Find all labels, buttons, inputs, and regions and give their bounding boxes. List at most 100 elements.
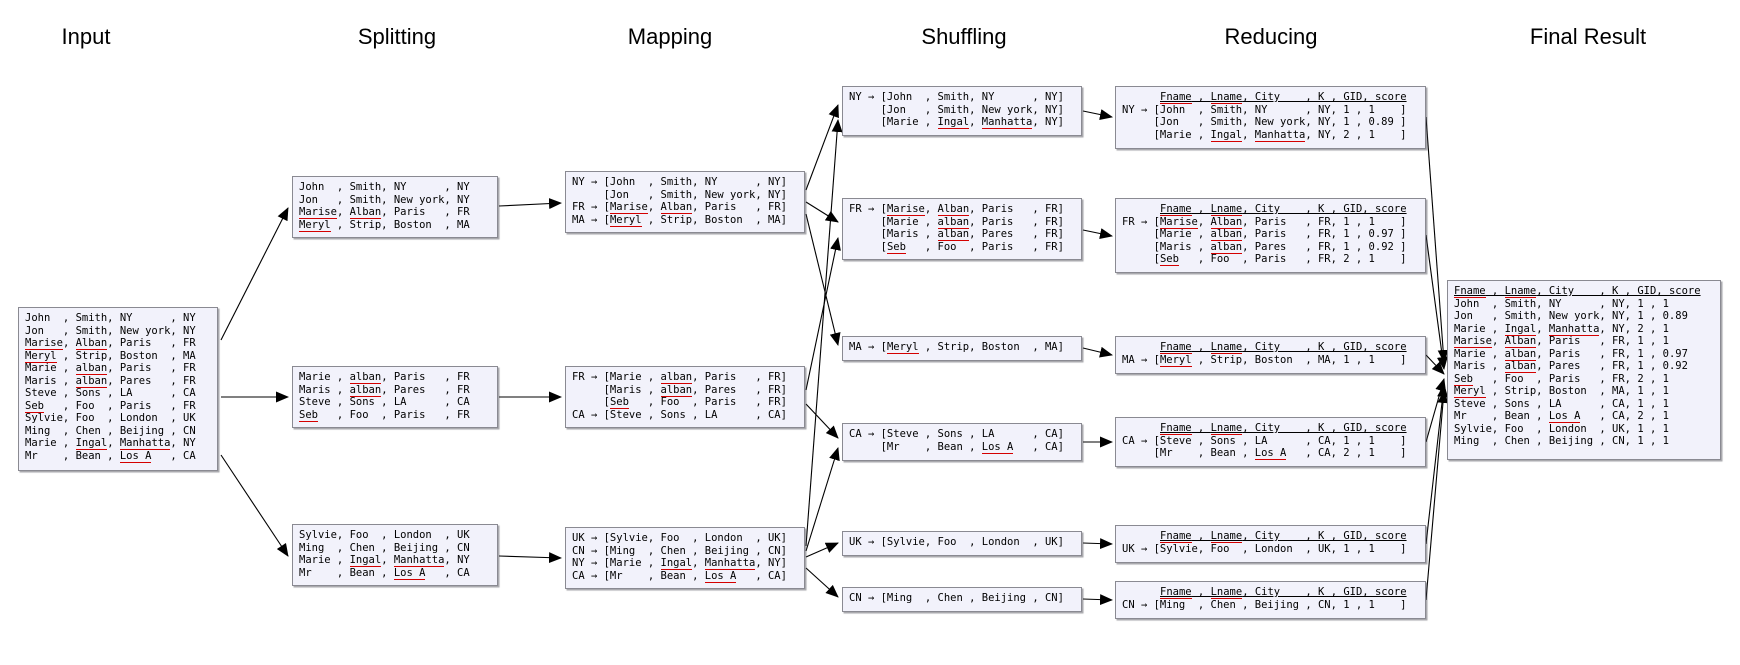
box-line: Marie , Ingal, Manhatta, NY [299, 554, 470, 567]
box-line: Maris , alban, Pares , FR [299, 383, 470, 397]
misspelled-word: Marise [886, 203, 925, 216]
misspelled-word: Marise [25, 337, 63, 350]
misspelled-word: Manhatta [119, 437, 171, 450]
misspelled-word: Alban [1210, 215, 1243, 229]
mapping-box-2: FR → [Marie , alban, Paris , FR] [Maris … [565, 366, 805, 428]
misspelled-word: alban [660, 371, 693, 384]
box-line: CN → [Ming , Chen , Beijing , CN] [572, 544, 787, 557]
misspelled-word: Ingal [1210, 128, 1243, 142]
misspelled-word: Meryl [1159, 353, 1192, 367]
box-line: [Seb , Foo , Paris , FR] [572, 396, 787, 409]
misspelled-word: Seb [1159, 253, 1179, 266]
misspelled-word: Manhatta [704, 557, 756, 570]
box-line: Sylvie, Foo , London , UK [25, 412, 196, 424]
box-line: [Marie , Ingal, Manhatta, NY, 2 , 1 ] [1122, 128, 1407, 142]
box-line: CN → [Ming , Chen , Beijing , CN] [849, 592, 1064, 604]
misspelled-word: alban [660, 383, 693, 397]
misspelled-word: Marise [1454, 335, 1492, 348]
misspelled-word: Manhatta [393, 554, 445, 567]
misspelled-word: Lname [1504, 285, 1537, 298]
misspelled-word: Los A [1548, 410, 1581, 423]
misspelled-word: Ingal [75, 437, 108, 450]
misspelled-word: Ingal [1504, 322, 1537, 336]
box-line: MA → [Meryl , Strip, Boston , MA, 1 , 1 … [1122, 353, 1407, 367]
box-line: Jon , Smith, New york, NY [25, 324, 196, 337]
box-line: Marie , Ingal, Manhatta, NY, 2 , 1 [1454, 322, 1669, 336]
box-line: Marise, Alban, Paris , FR, 1 , 1 [1454, 335, 1669, 348]
stage-title-splitting: Splitting [357, 24, 437, 49]
box-line: John , Smith, NY , NY [25, 312, 196, 324]
misspelled-word: Marise [299, 206, 337, 219]
box-line: Mr , Bean , Los A , CA [25, 449, 196, 463]
misspelled-word: Alban [660, 201, 693, 214]
misspelled-word: alban [937, 228, 970, 241]
box-line: Steve , Sons , LA , CA, 1 , 1 [1454, 397, 1669, 410]
box-line: Meryl , Strip, Boston , MA, 1 , 1 [1454, 385, 1669, 398]
column-header: Fname , Lname, City , K , GID, score [1160, 586, 1407, 599]
box-line: [Jon , Smith, New york, NY] [572, 188, 787, 201]
box-line: Sylvie, Foo , London , UK [299, 529, 470, 541]
misspelled-word: Lname [1210, 203, 1243, 216]
misspelled-word: Lname [1210, 91, 1243, 104]
misspelled-word: Ingal [349, 554, 382, 567]
misspelled-word: Los A [704, 569, 737, 583]
box-line: MA → [Meryl , Strip, Boston , MA] [572, 213, 787, 227]
misspelled-word: Seb [299, 408, 318, 422]
box-line: Seb , Foo , Paris , FR, 2 , 1 [1454, 372, 1669, 386]
box-line: Marise, Alban, Paris , FR [25, 337, 196, 350]
box-line: FR → [Marie , alban, Paris , FR] [572, 371, 787, 384]
misspelled-word: alban [1210, 228, 1243, 241]
shuffling-box-ca: CA → [Steve , Sons , LA , CA] [Mr , Bean… [842, 423, 1082, 461]
misspelled-word: alban [1504, 347, 1537, 361]
box-line: Meryl , Strip, Boston , MA [299, 218, 470, 232]
column-header: Fname , Lname, City , K , GID, score [1160, 203, 1407, 216]
box-line: CA → [Steve , Sons , LA , CA, 1 , 1 ] [1122, 434, 1407, 447]
misspelled-word: Meryl [1454, 385, 1486, 398]
box-line: UK → [Sylvie, Foo , London , UK, 1 , 1 ] [1122, 542, 1407, 555]
box-line: CN → [Ming , Chen , Beijing , CN, 1 , 1 … [1122, 598, 1407, 611]
misspelled-word: Fname [1160, 91, 1192, 104]
shuffling-box-ny: NY → [John , Smith, NY , NY] [Jon , Smit… [842, 86, 1082, 136]
misspelled-word: Fname [1160, 203, 1192, 216]
stage-title-mapping: Mapping [627, 24, 713, 49]
misspelled-word: Ingal [937, 116, 970, 129]
column-header: Fname , Lname, City , K , GID, score [1160, 422, 1407, 435]
box-line: UK → [Sylvie, Foo , London , UK] [849, 536, 1064, 548]
stage-title-reducing: Reducing [1224, 24, 1318, 49]
misspelled-word: Lname [1210, 586, 1243, 599]
misspelled-word: Meryl [886, 341, 919, 354]
misspelled-word: alban [75, 362, 108, 375]
shuffling-box-uk: UK → [Sylvie, Foo , London , UK] [842, 531, 1082, 556]
box-line: Marie , alban, Paris , FR, 1 , 0.97 [1454, 347, 1688, 361]
box-line: [Mr , Bean , Los A , CA, 2 , 1 ] [1122, 447, 1407, 460]
box-line: CA → [Mr , Bean , Los A , CA] [572, 569, 787, 583]
box-line: Marie , alban, Paris , FR [299, 371, 470, 384]
box-line: [Maris , alban, Pares , FR, 1 , 0.92 ] [1122, 240, 1407, 254]
misspelled-word: alban [1210, 240, 1243, 254]
misspelled-word: Alban [349, 206, 382, 219]
box-line: [Seb , Foo , Paris , FR] [849, 240, 1064, 254]
misspelled-word: Seb [609, 396, 629, 409]
stage-title-final-result: Final Result [1529, 24, 1647, 49]
box-line: [Marie , alban, Paris , FR, 1 , 0.97 ] [1122, 228, 1407, 241]
misspelled-word: Fname [1160, 422, 1192, 435]
box-line: [Marie , Ingal, Manhatta, NY] [849, 116, 1064, 129]
box-line: FR → [Marise, Alban, Paris , FR, 1 , 1 ] [1122, 215, 1407, 229]
misspelled-word: Lname [1210, 530, 1243, 543]
misspelled-word: Seb [886, 240, 906, 254]
misspelled-word: Alban [937, 203, 970, 216]
misspelled-word: Lname [1210, 341, 1243, 354]
box-line: [Marie , alban, Paris , FR] [849, 215, 1064, 229]
box-line: [Maris , alban, Pares , FR] [572, 383, 787, 397]
misspelled-word: alban [349, 383, 382, 397]
box-line: [Jon , Smith, New york, NY, 1 , 0.89 ] [1122, 116, 1407, 128]
box-line: Meryl , Strip, Boston , MA [25, 349, 196, 363]
